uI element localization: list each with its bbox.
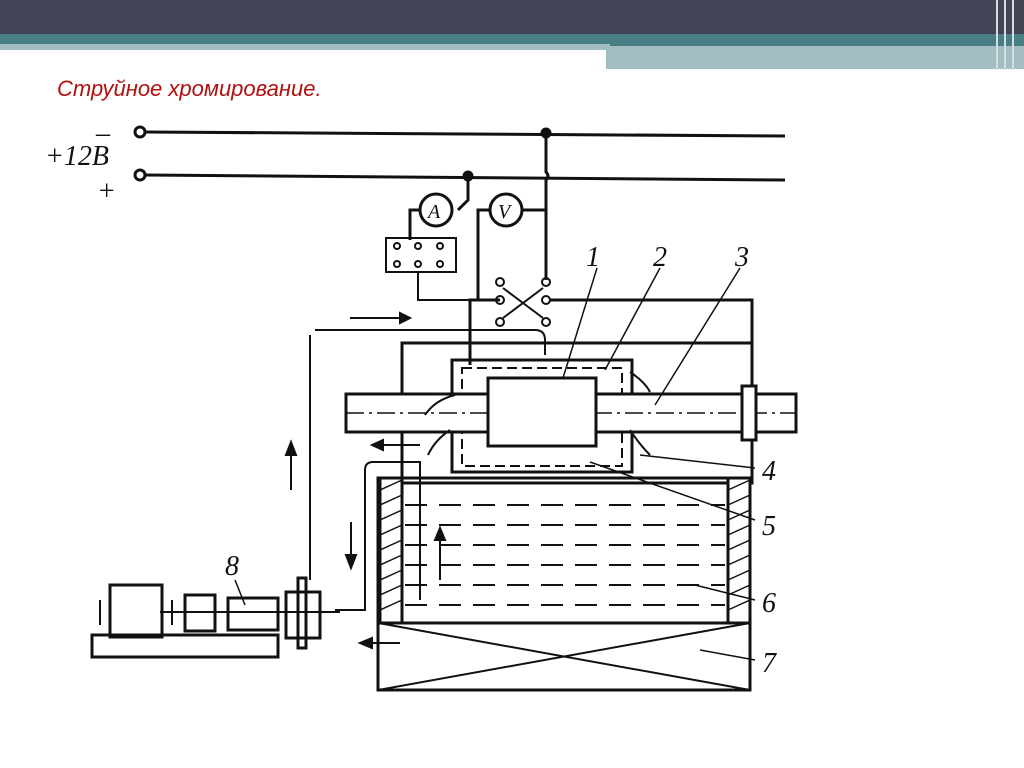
callout-6: 6	[762, 588, 776, 619]
supply-minus-label: –	[95, 118, 111, 149]
ammeter-label: A	[426, 201, 441, 223]
callout-5: 5	[762, 511, 776, 542]
callout-4: 4	[762, 456, 776, 487]
header-light-strip	[0, 44, 610, 50]
supply-voltage-label: +12В	[45, 141, 109, 172]
flow-arrows	[284, 311, 651, 650]
supply-plus-label: +	[97, 176, 116, 207]
callout-3: 3	[734, 242, 749, 273]
voltmeter-label: V	[498, 201, 513, 223]
pump-motor-unit	[90, 576, 340, 659]
slide-title: Струйное хромирование.	[57, 76, 322, 101]
callout-7: 7	[762, 648, 777, 679]
callout-8: 8	[225, 551, 239, 582]
callout-2: 2	[653, 242, 667, 273]
callout-leaders	[234, 267, 756, 661]
reversing-switch	[495, 277, 551, 327]
decor-line	[1012, 0, 1014, 70]
electrolyte-level	[405, 504, 725, 606]
power-supply-lines	[133, 125, 786, 280]
header-right-block	[606, 46, 1024, 69]
resistor-switch-block	[385, 237, 457, 273]
decor-line	[996, 0, 998, 70]
decor-line	[1004, 0, 1006, 70]
header-bar	[0, 0, 1024, 34]
callout-1: 1	[586, 242, 600, 273]
